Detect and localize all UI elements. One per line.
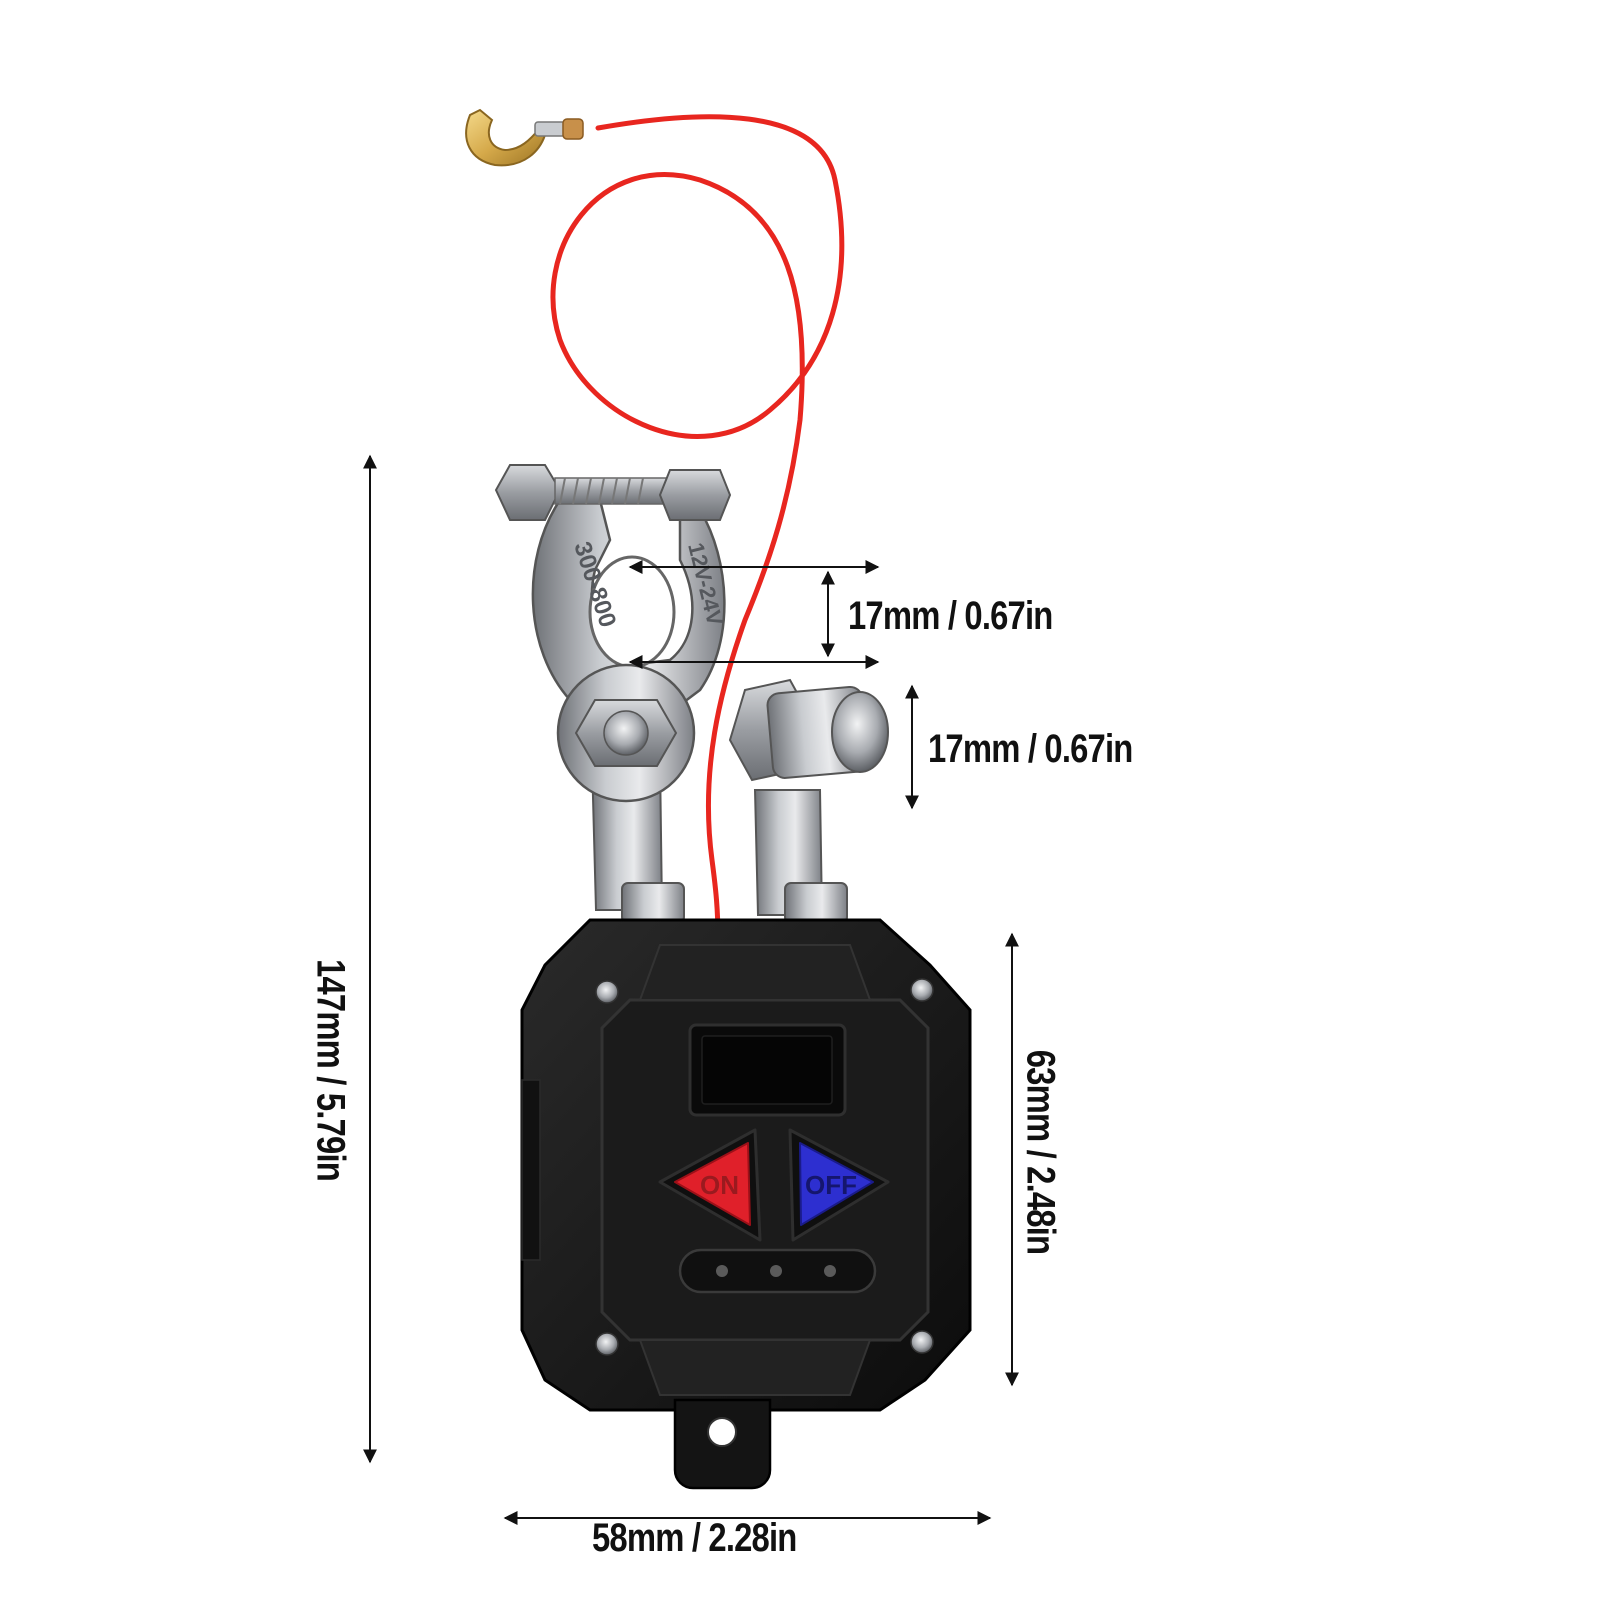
off-button[interactable]: OFF [788, 1128, 890, 1242]
clamp-bolt [494, 464, 732, 521]
dimension-lines [363, 454, 1019, 1525]
terminal-post-dimension-label: 17mm / 0.67in [928, 727, 1133, 771]
off-button-label: OFF [805, 1170, 857, 1200]
body-height-dimension-label: 63mm / 2.48in [1018, 1049, 1063, 1255]
display-screen [688, 1023, 847, 1117]
on-button-label: ON [700, 1170, 739, 1200]
on-button[interactable]: ON [658, 1128, 762, 1242]
total-height-dimension-label: 147mm / 5.79in [308, 959, 353, 1181]
terminal-post [728, 678, 889, 782]
clamp-opening-dimension-label: 17mm / 0.67in [848, 594, 1053, 638]
red-wire [550, 114, 845, 943]
width-dimension-label: 58mm / 2.28in [592, 1516, 797, 1560]
right-post-base [784, 882, 848, 924]
led-3 [824, 1265, 836, 1277]
led-1 [716, 1265, 728, 1277]
led-2 [770, 1265, 782, 1277]
strap-nut [556, 663, 696, 803]
left-post-base [621, 882, 685, 924]
led-indicator-bar [678, 1248, 877, 1294]
mounting-tab [673, 1398, 772, 1490]
ring-terminal [465, 108, 584, 167]
